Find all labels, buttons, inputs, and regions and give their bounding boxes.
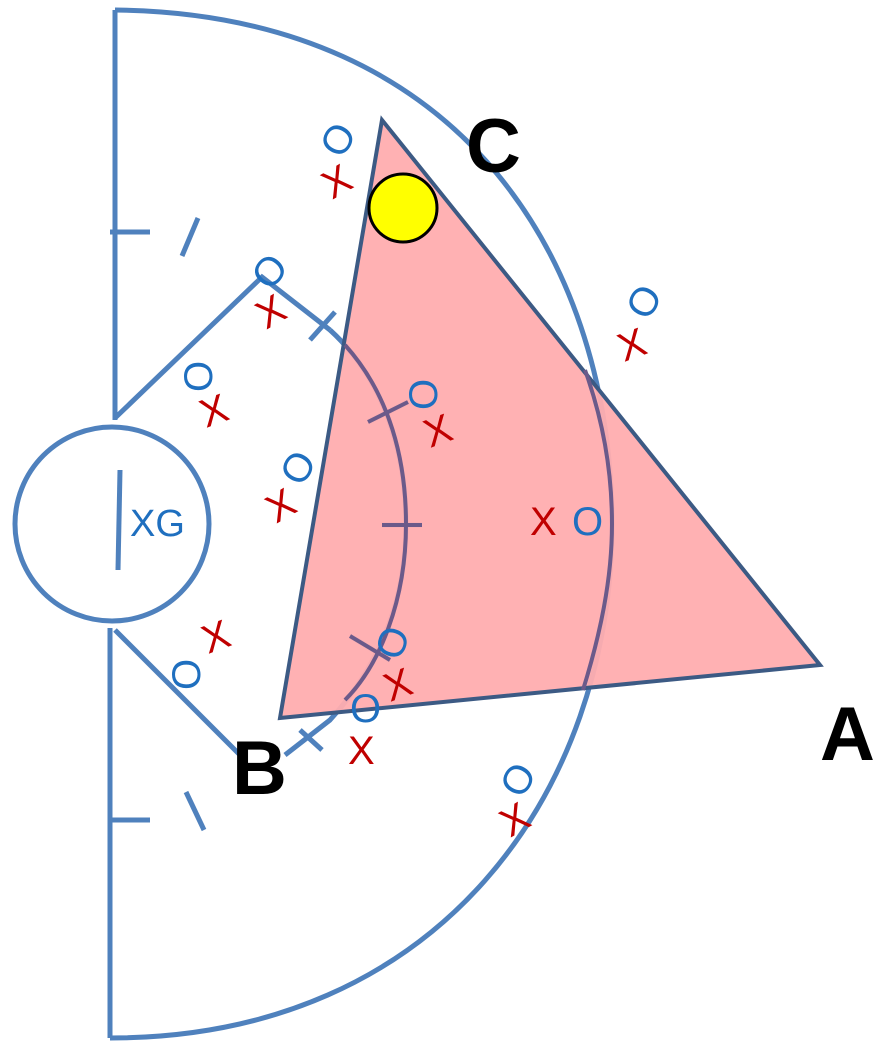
defender-marker: X — [612, 320, 652, 370]
defender-marker: X — [259, 480, 304, 531]
defender-marker: X — [315, 156, 360, 207]
dash-bottom — [183, 790, 207, 832]
passing-triangle — [277, 115, 824, 721]
outer-arc-overlay — [581, 369, 615, 691]
crease-box — [113, 273, 332, 759]
goalie-label: XG — [130, 503, 185, 545]
attacker-marker: O — [492, 756, 546, 805]
goal-crease — [12, 424, 212, 624]
attacker-marker: O — [618, 278, 672, 327]
dash-top — [179, 217, 201, 257]
goal-mouth — [115, 469, 123, 571]
vertex-label-b: B — [232, 726, 287, 811]
arc-tick — [348, 634, 392, 662]
attacker-marker: O — [165, 659, 209, 690]
vertex-label-a: A — [820, 692, 875, 777]
ball — [367, 172, 439, 244]
arc-tick — [308, 310, 337, 342]
attacker-marker: O — [312, 116, 366, 165]
inner-arc-ticks-overlay — [348, 400, 422, 662]
attacker-marker: O — [177, 361, 221, 392]
attacker-marker: O — [402, 379, 446, 410]
arc-tick — [367, 400, 409, 424]
defender-marker: X — [530, 500, 557, 544]
attacker-marker: O — [572, 500, 603, 544]
defender-marker: X — [194, 386, 234, 436]
arc-tick — [298, 728, 324, 752]
vertex-label-c: C — [466, 104, 521, 189]
defender-marker: X — [196, 612, 236, 662]
defender-marker: X — [348, 729, 375, 773]
attacker-marker: O — [350, 687, 381, 731]
